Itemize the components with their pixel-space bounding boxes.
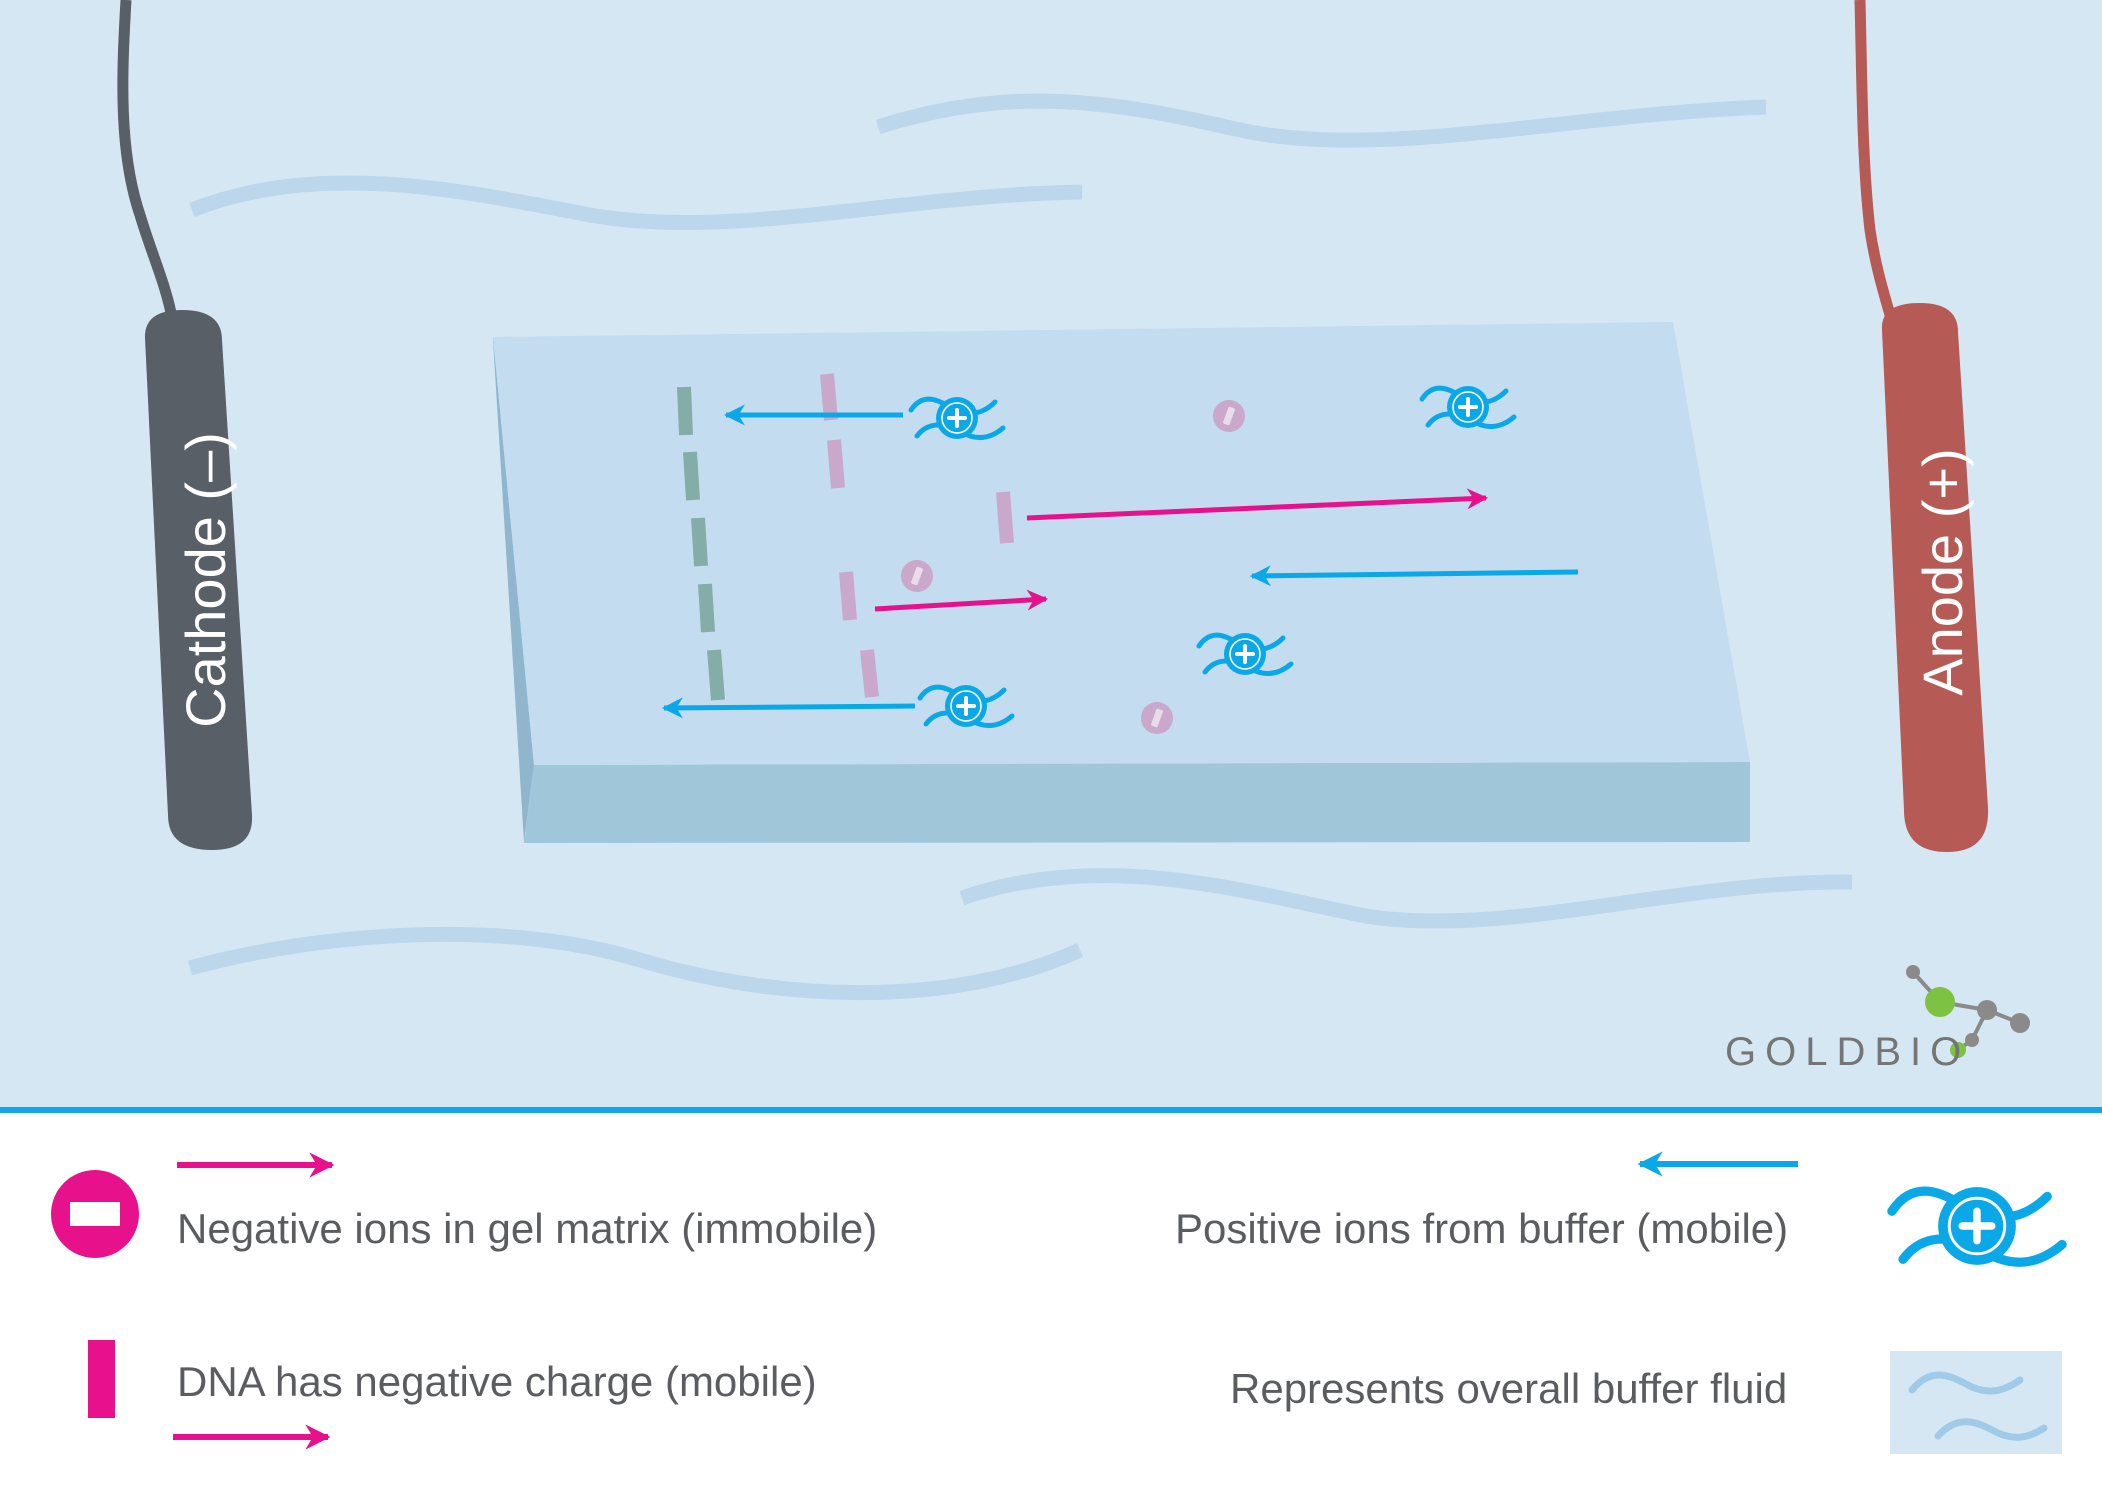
molecule-logo-icon [1906, 965, 2030, 1058]
dna-migration-arrow [874, 589, 1049, 612]
buffer-waves [188, 93, 1853, 1001]
dna-lane-middle [820, 373, 879, 698]
divider-line [0, 1107, 2102, 1113]
buffer-wave [875, 93, 1767, 148]
positive-ion-arrow [1249, 565, 1579, 587]
dna-mark [996, 491, 1014, 544]
buffer-wave [188, 926, 1084, 1001]
gel-side-face [493, 337, 534, 842]
gel-top-face [493, 322, 1750, 765]
anode-electrode: Anode (+) [1881, 303, 1989, 852]
legend-positive-buffer-ions: Positive ions from buffer (mobile) [1175, 1205, 1789, 1252]
anode-label: Anode (+) [1911, 448, 1974, 696]
cathode-label: Cathode (–) [174, 432, 237, 728]
cathode-electrode: Cathode (–) [144, 310, 253, 850]
gel-negative-ion [1213, 400, 1245, 432]
legend-negative-gel-ions: Negative ions in gel matrix (immobile) [177, 1205, 878, 1252]
legend-buffer-fluid: Represents overall buffer fluid [1230, 1365, 1788, 1412]
gel-front-face [524, 762, 1750, 843]
negative-ion-icon [51, 1170, 139, 1258]
legend-icons [51, 1151, 2062, 1454]
buffer-wave [189, 175, 1083, 231]
dna-migration-arrow [1026, 488, 1489, 521]
legend-dna-charge: DNA has negative charge (mobile) [177, 1358, 817, 1405]
cathode-wire [117, 0, 178, 320]
goldbio-logo-text: GOLDBIO [1725, 1030, 1970, 1074]
gel-negative-ion [1141, 702, 1173, 734]
anode-wire [1854, 0, 1898, 324]
positive-ion-arrow [661, 697, 916, 719]
gel-slab [493, 322, 1750, 843]
dna-mark-icon [88, 1340, 115, 1418]
positive-ion-icon [1892, 1187, 2062, 1265]
buffer-wave [959, 868, 1853, 929]
buffer-fluid-icon [1890, 1351, 2062, 1454]
gel-negative-ion [901, 560, 933, 592]
dna-lane-left [677, 386, 725, 701]
goldbio-logo: GOLDBIO [1725, 965, 2030, 1074]
